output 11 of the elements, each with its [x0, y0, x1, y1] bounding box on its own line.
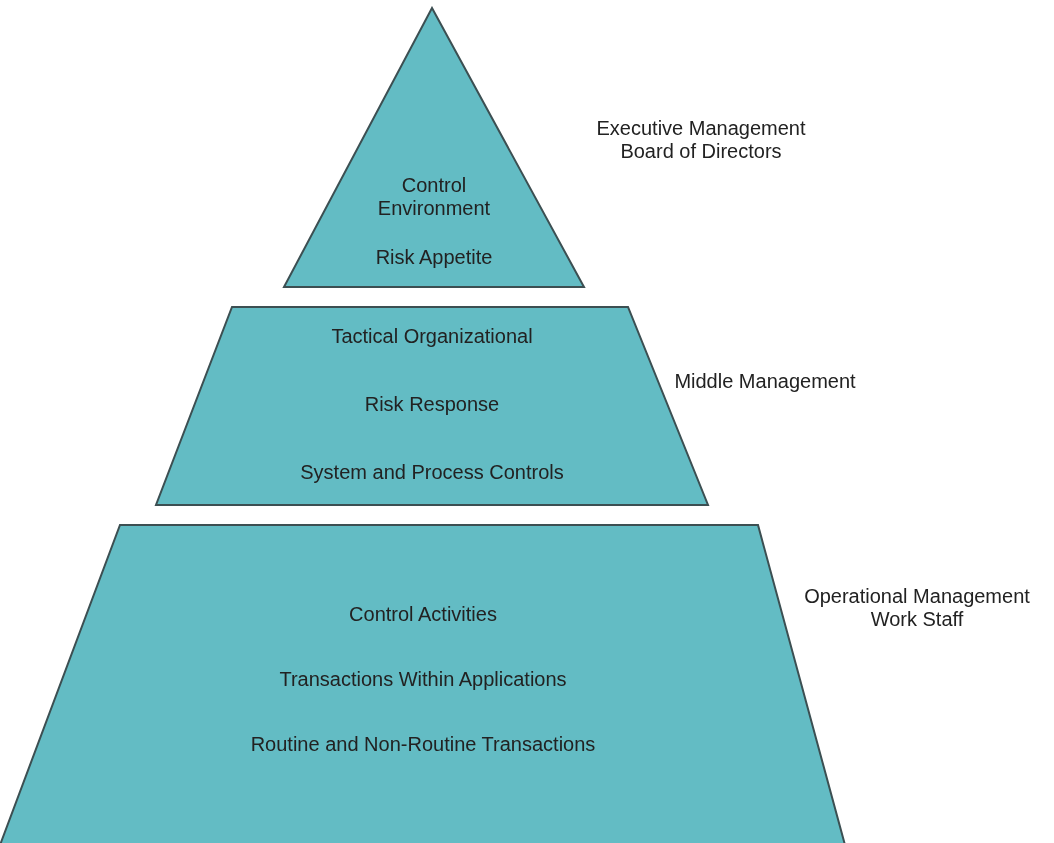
- level-label: Executive Management Board of Directors: [595, 117, 807, 163]
- tier-label: Control Environment: [376, 174, 492, 220]
- tier-label: Routine and Non-Routine Transactions: [250, 733, 596, 756]
- tier-label: Risk Response: [364, 393, 500, 416]
- tier-label: Transactions Within Applications: [279, 668, 567, 691]
- tier-label: Control Activities: [349, 603, 497, 626]
- level-label: Operational Management Work Staff: [803, 585, 1031, 631]
- level-label: Middle Management: [673, 370, 857, 393]
- tier-label: System and Process Controls: [300, 461, 564, 484]
- tier-label: Risk Appetite: [375, 246, 493, 269]
- tier-label: Tactical Organizational: [331, 325, 533, 348]
